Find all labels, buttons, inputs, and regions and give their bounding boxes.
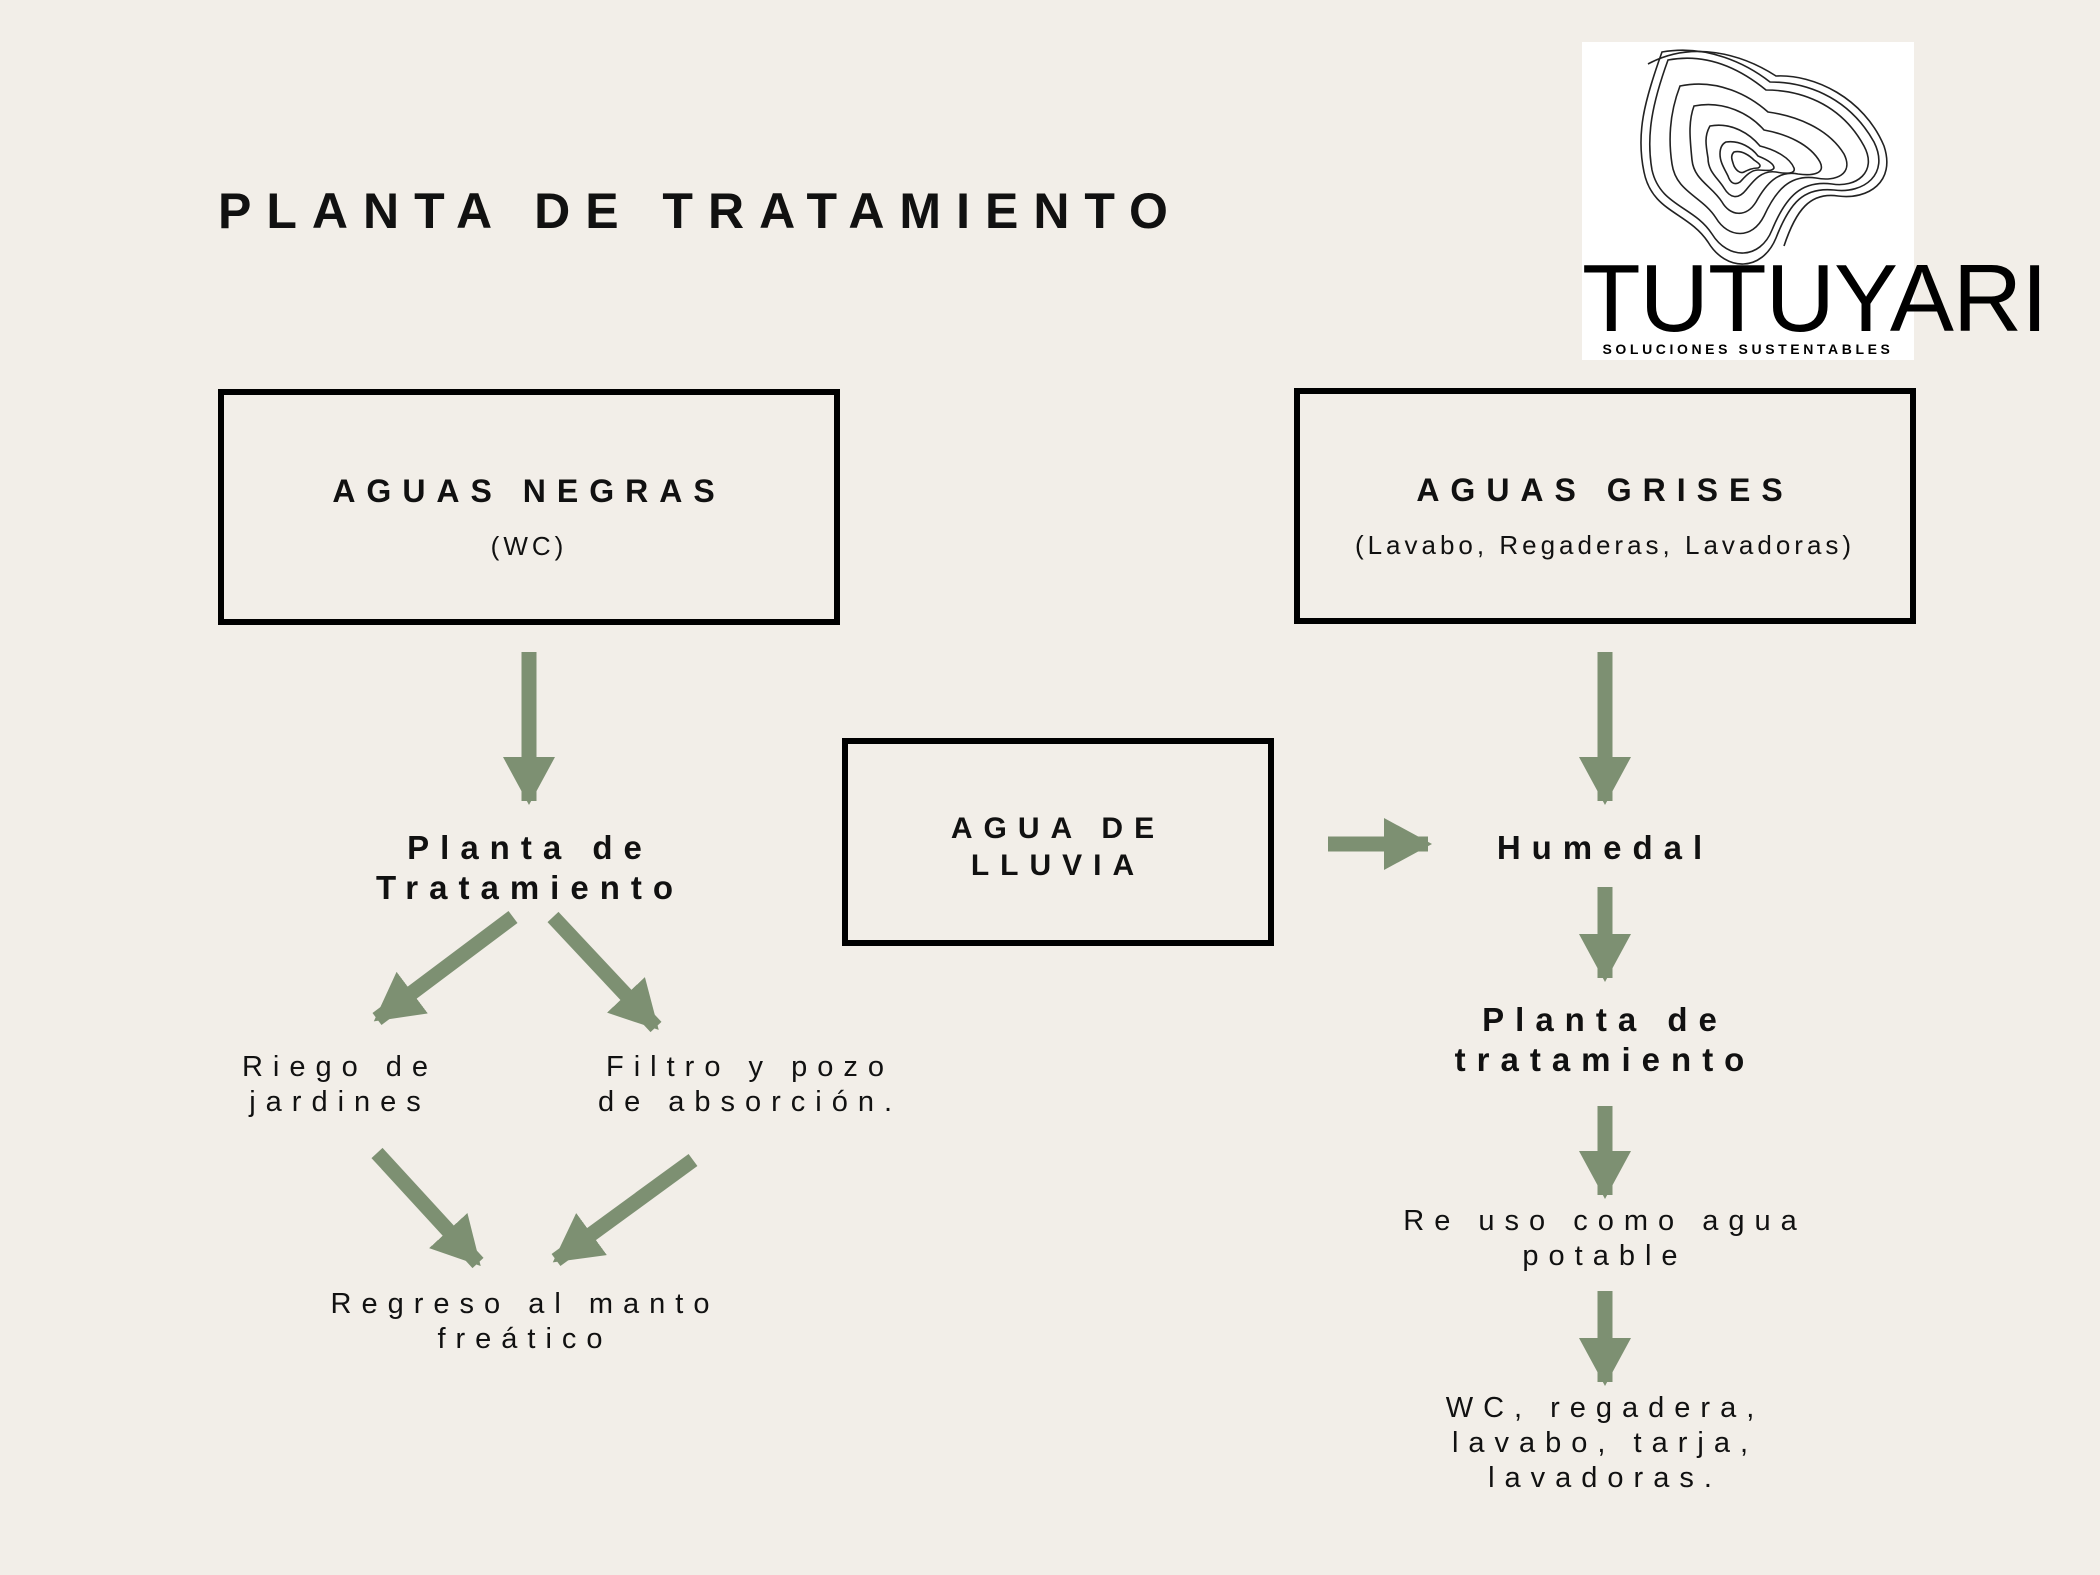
aguas-grises-subtitle: (Lavabo, Regaderas, Lavadoras) [1354, 530, 1856, 560]
aguas-negras-box: AGUAS NEGRAS (WC) [218, 389, 840, 625]
riego-jardines-node: Riego de jardines [180, 1050, 500, 1120]
agua-lluvia-line2: LLUVIA [970, 849, 1146, 882]
regreso-manto-node: Regreso al manto freático [285, 1287, 765, 1357]
planta-tratamiento-right: Planta de tratamiento [1400, 1000, 1810, 1080]
usos-line3: lavadoras. [1488, 1462, 1722, 1494]
agua-lluvia-box: AGUA DE LLUVIA [842, 738, 1274, 946]
logo-tagline: SOLUCIONES SUSTENTABLES [1602, 341, 1894, 357]
agua-lluvia-line1: AGUA DE [950, 812, 1166, 845]
aguas-negras-subtitle: (WC) [490, 531, 568, 561]
planta-right-line2: tratamiento [1454, 1041, 1756, 1078]
aguas-grises-box: AGUAS GRISES (Lavabo, Regaderas, Lavador… [1294, 388, 1916, 624]
planta-left-line1: Planta de [407, 829, 653, 866]
contour-map-icon [1640, 49, 1888, 265]
regreso-line2: freático [437, 1323, 613, 1355]
planta-tratamiento-left: Planta de Tratamiento [300, 828, 760, 908]
planta-left-line2: Tratamiento [375, 869, 685, 906]
riego-line1: Riego de [241, 1051, 439, 1083]
aguas-negras-title: AGUAS NEGRAS [332, 473, 726, 509]
filtro-pozo-node: Filtro y pozo de absorción. [560, 1050, 940, 1120]
arrow-riego-to-regreso [371, 1147, 484, 1269]
usos-line1: WC, regadera, [1445, 1392, 1765, 1424]
reuso-line1: Re uso como agua [1403, 1205, 1807, 1237]
reuso-line2: potable [1522, 1240, 1688, 1272]
reuso-potable-node: Re uso como agua potable [1355, 1204, 1855, 1274]
planta-right-line1: Planta de [1482, 1001, 1728, 1038]
regreso-line1: Regreso al manto [330, 1288, 720, 1320]
filtro-line2: de absorción. [597, 1086, 903, 1118]
filtro-line1: Filtro y pozo [606, 1051, 894, 1083]
arrow-planta-to-riego [372, 911, 518, 1025]
arrow-planta-to-filtro [547, 911, 662, 1033]
aguas-grises-title: AGUAS GRISES [1416, 472, 1794, 508]
page-title: PLANTA DE TRATAMIENTO [218, 183, 1183, 239]
usos-finales-node: WC, regadera, lavabo, tarja, lavadoras. [1380, 1391, 1830, 1496]
riego-line2: jardines [249, 1086, 431, 1118]
humedal-node: Humedal [1496, 829, 1714, 866]
arrow-filtro-to-regreso [551, 1153, 698, 1267]
usos-line2: lavabo, tarja, [1451, 1427, 1759, 1459]
